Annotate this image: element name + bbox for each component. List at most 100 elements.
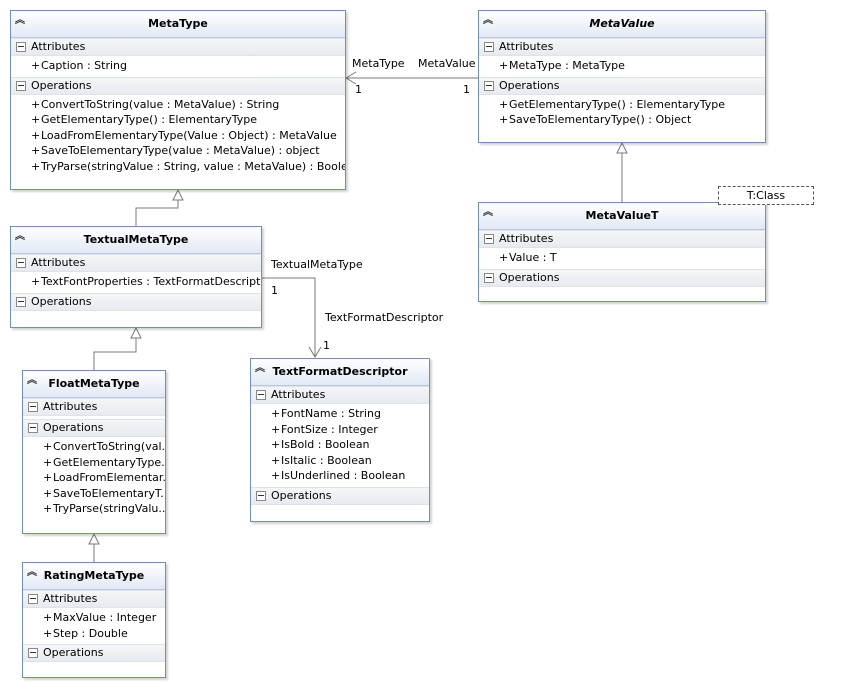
multiplicity-textualmetatype: 1 xyxy=(271,284,278,297)
operation-item[interactable]: +ConvertToString(val... xyxy=(43,440,165,453)
operation-item[interactable]: +SaveToElementaryT... xyxy=(43,486,165,500)
attributes-list: +Caption : String xyxy=(11,56,345,77)
attribute-item[interactable]: +IsUnderlined : Boolean xyxy=(271,469,406,483)
minus-box-icon[interactable] xyxy=(256,490,266,501)
operation-item[interactable]: +LoadFromElementar... xyxy=(43,471,165,485)
operations-section-header[interactable]: Operations xyxy=(11,292,261,311)
multiplicity-textformatdescriptor: 1 xyxy=(323,339,330,352)
operations-section-header[interactable]: Operations xyxy=(11,76,345,95)
class-metavaluet[interactable]: ︽ MetaValueT Attributes +Value : T Opera… xyxy=(478,202,766,302)
operation-item[interactable]: +SaveToElementaryType() : Object xyxy=(499,113,692,127)
attributes-list: +FontName : String +FontSize : Integer +… xyxy=(251,404,429,487)
operations-list: +GetElementaryType() : ElementaryType +S… xyxy=(479,95,765,131)
class-header: ︽ TextualMetaType xyxy=(11,227,261,254)
class-header: ︽ TextFormatDescriptor xyxy=(251,359,429,386)
role-label-textformatdescriptor: TextFormatDescriptor xyxy=(325,311,444,324)
class-metavalue[interactable]: ︽ MetaValue Attributes +MetaType : MetaT… xyxy=(478,10,766,143)
minus-box-icon[interactable] xyxy=(16,258,26,268)
operations-section-header[interactable]: Operations xyxy=(23,419,165,437)
role-label-textualmetatype: TextualMetaType xyxy=(271,258,363,271)
operation-item[interactable]: +GetElementaryType() : ElementaryType xyxy=(31,113,258,127)
class-name: MetaValueT xyxy=(585,209,659,222)
attribute-item[interactable]: +FontName : String xyxy=(271,407,381,420)
association-textual-textformat[interactable] xyxy=(262,277,322,358)
class-header: ︽ MetaValue xyxy=(479,11,765,38)
class-name: RatingMetaType xyxy=(43,569,145,582)
minus-box-icon[interactable] xyxy=(256,390,266,400)
class-header: ︽ RatingMetaType xyxy=(23,563,165,590)
generalization-rating-float[interactable] xyxy=(88,532,100,562)
class-name: FloatMetaType xyxy=(48,377,140,390)
attributes-section-header[interactable]: Attributes xyxy=(251,386,429,404)
attributes-list: +Value : T xyxy=(479,248,765,269)
minus-box-icon[interactable] xyxy=(16,42,26,52)
attribute-item[interactable]: +FontSize : Integer xyxy=(271,422,378,436)
operation-item[interactable]: +GetElementaryType() : ElementaryType xyxy=(499,97,726,111)
operations-section-header[interactable]: Operations xyxy=(251,486,429,505)
operation-item[interactable]: +TryParse(stringValu... xyxy=(43,502,165,516)
attribute-item[interactable]: +Value : T xyxy=(499,251,557,264)
operation-item[interactable]: +GetElementaryType... xyxy=(43,455,165,469)
minus-box-icon[interactable] xyxy=(484,234,494,244)
attribute-item[interactable]: +IsItalic : Boolean xyxy=(271,453,372,467)
operations-section-header[interactable]: Operations xyxy=(23,644,165,663)
minus-box-icon[interactable] xyxy=(484,42,494,52)
attribute-item[interactable]: +MaxValue : Integer xyxy=(43,611,157,624)
double-chevron-up-icon[interactable]: ︽ xyxy=(15,15,25,26)
attributes-section-header[interactable]: Attributes xyxy=(23,590,165,608)
class-header: ︽ MetaType xyxy=(11,11,345,38)
role-label-metatype: MetaType xyxy=(352,57,405,70)
minus-box-icon[interactable] xyxy=(28,423,38,433)
operations-section-header[interactable]: Operations xyxy=(479,76,765,95)
double-chevron-up-icon[interactable]: ︽ xyxy=(483,15,493,26)
role-label-metavalue: MetaValue xyxy=(418,57,476,70)
class-metatype[interactable]: ︽ MetaType Attributes +Caption : String … xyxy=(10,10,346,190)
attributes-section-header[interactable]: Attributes xyxy=(11,38,345,56)
attributes-list: +MetaType : MetaType xyxy=(479,56,765,77)
operations-list: +ConvertToString(value : MetaValue) : St… xyxy=(11,95,345,178)
attribute-item[interactable]: +TextFontProperties : TextFormatDescript… xyxy=(31,275,261,288)
operations-section-header[interactable]: Operations xyxy=(479,268,765,287)
minus-box-icon[interactable] xyxy=(16,80,26,91)
operation-item[interactable]: +LoadFromElementaryType(Value : Object) … xyxy=(31,128,337,142)
attributes-list: +MaxValue : Integer +Step : Double xyxy=(23,608,165,644)
double-chevron-up-icon[interactable]: ︽ xyxy=(27,375,37,386)
minus-box-icon[interactable] xyxy=(16,296,26,307)
attribute-item[interactable]: +IsBold : Boolean xyxy=(271,438,370,452)
double-chevron-up-icon[interactable]: ︽ xyxy=(483,207,493,218)
generalization-float-textual[interactable] xyxy=(93,326,142,370)
attributes-section-header[interactable]: Attributes xyxy=(479,38,765,56)
double-chevron-up-icon[interactable]: ︽ xyxy=(27,567,37,578)
operation-item[interactable]: +SaveToElementaryType(value : MetaValue)… xyxy=(31,144,320,158)
class-name: MetaValue xyxy=(589,17,655,30)
minus-box-icon[interactable] xyxy=(484,272,494,283)
attributes-section-header[interactable]: Attributes xyxy=(23,398,165,416)
minus-box-icon[interactable] xyxy=(28,648,38,659)
double-chevron-up-icon[interactable]: ︽ xyxy=(15,231,25,242)
attributes-list: +TextFontProperties : TextFormatDescript… xyxy=(11,272,261,293)
class-textformatdescriptor[interactable]: ︽ TextFormatDescriptor Attributes +FontN… xyxy=(250,358,430,522)
generalization-metavaluet-metavalue[interactable] xyxy=(616,141,628,202)
generalization-textual-metatype[interactable] xyxy=(135,188,184,226)
class-header: ︽ MetaValueT xyxy=(479,203,765,230)
class-name: TextualMetaType xyxy=(83,233,189,246)
operations-list: +ConvertToString(val... +GetElementaryTy… xyxy=(23,437,165,520)
minus-box-icon[interactable] xyxy=(484,80,494,91)
attributes-section-header[interactable]: Attributes xyxy=(11,254,261,272)
association-metavalue-metatype[interactable] xyxy=(345,71,478,85)
operation-item[interactable]: +TryParse(stringValue : String, value : … xyxy=(31,159,345,173)
double-chevron-up-icon[interactable]: ︽ xyxy=(255,363,265,374)
attribute-item[interactable]: +Step : Double xyxy=(43,626,128,640)
minus-box-icon[interactable] xyxy=(28,594,38,604)
class-floatmetatype[interactable]: ︽ FloatMetaType Attributes Operations +C… xyxy=(22,370,166,534)
template-parameter-tag[interactable]: T:Class xyxy=(718,186,814,205)
minus-box-icon[interactable] xyxy=(28,402,38,412)
attribute-item[interactable]: +Caption : String xyxy=(31,59,128,72)
attributes-section-header[interactable]: Attributes xyxy=(479,230,765,248)
operation-item[interactable]: +ConvertToString(value : MetaValue) : St… xyxy=(31,97,280,111)
multiplicity-metavalue: 1 xyxy=(463,83,470,96)
class-ratingmetatype[interactable]: ︽ RatingMetaType Attributes +MaxValue : … xyxy=(22,562,166,678)
attribute-item[interactable]: +MetaType : MetaType xyxy=(499,59,625,72)
class-textualmetatype[interactable]: ︽ TextualMetaType Attributes +TextFontPr… xyxy=(10,226,262,328)
